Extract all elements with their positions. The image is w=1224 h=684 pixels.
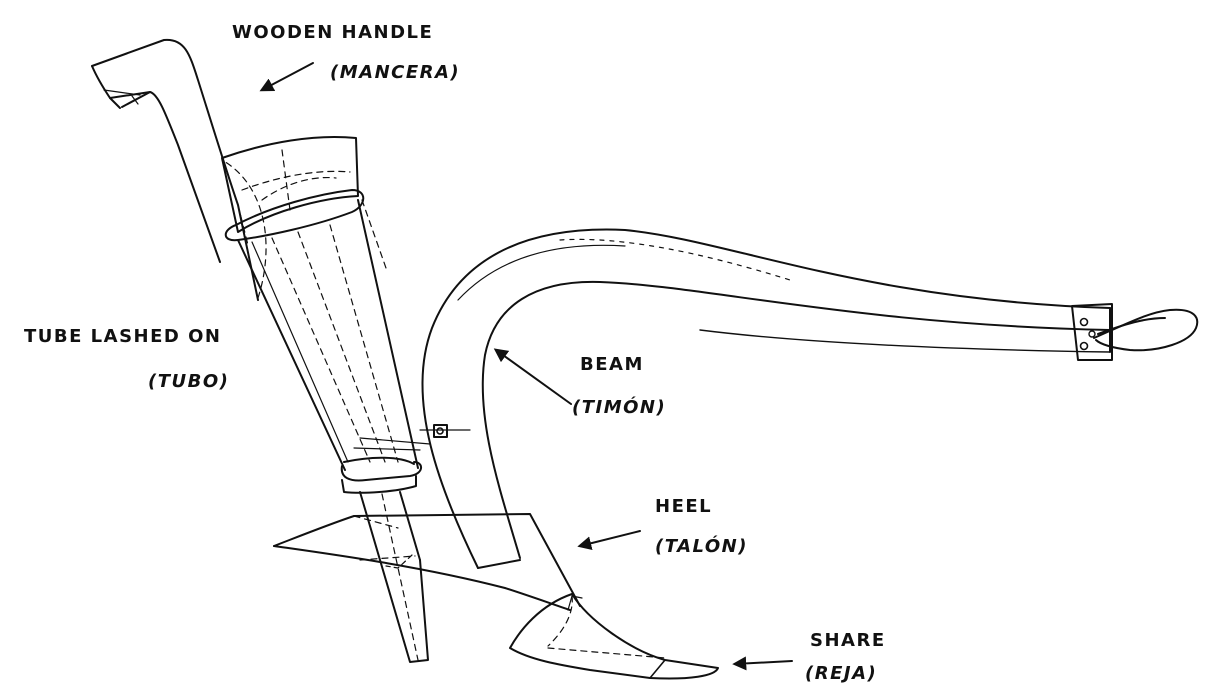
beam-bolt — [433, 424, 448, 438]
heel-spanish-label: (TALÓN) — [655, 536, 748, 557]
beam-label: BEAM — [580, 354, 644, 375]
heel-block — [273, 513, 581, 611]
share-label: SHARE — [810, 630, 886, 651]
wooden-handle — [91, 38, 267, 301]
tube — [237, 199, 419, 471]
share — [509, 593, 719, 680]
tube-label: TUBE LASHED ON — [24, 326, 222, 347]
beam-end-plate — [1071, 303, 1113, 361]
wooden-handle-label: WOODEN HANDLE — [232, 22, 434, 43]
heel-arrow — [577, 530, 641, 551]
share-spanish-label: (REJA) — [805, 663, 878, 684]
beam — [353, 228, 1111, 569]
beam-spanish-label: (TIMÓN) — [572, 397, 667, 418]
handle-arrow — [259, 62, 314, 92]
handle-stem — [359, 491, 429, 663]
hitch-ring — [1093, 308, 1199, 352]
share-arrow — [732, 656, 793, 671]
tube-spanish-label: (TUBO) — [148, 371, 230, 392]
upper-collar — [221, 135, 365, 242]
heel-label: HEEL — [655, 496, 713, 517]
lower-collar — [340, 456, 422, 494]
beam-arrow — [493, 348, 572, 405]
wooden-handle-spanish-label: (MANCERA) — [330, 62, 461, 83]
